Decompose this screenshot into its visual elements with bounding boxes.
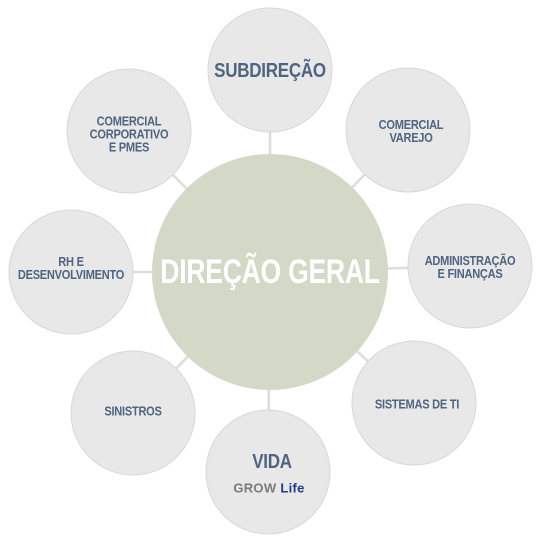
node-circle-sistemas-ti: [351, 340, 477, 466]
node-label-line: COMERCIAL: [378, 117, 444, 132]
node-circle-sinistros: [70, 350, 196, 476]
node-label-comercial-varejo: COMERCIAL VAREJO: [379, 118, 444, 144]
node-label-comercial-corporativo: COMERCIAL CORPORATIVO E PMES: [90, 115, 169, 154]
node-label-subdirecao: SUBDIREÇÃO: [214, 61, 326, 81]
node-label-line: SINISTROS: [104, 403, 162, 419]
node-label-vida: VIDA: [252, 452, 292, 472]
node-label-rh-desenvolvimento: RH E DESENVOLVIMENTO: [17, 254, 125, 282]
node-label-sinistros: SINISTROS: [104, 403, 162, 419]
node-label-line: DESENVOLVIMENTO: [17, 267, 125, 282]
satellite-circles: [8, 7, 533, 535]
node-circle-vida: [205, 409, 331, 535]
logo-text-life: Life: [280, 480, 305, 496]
node-label-line: SUBDIREÇÃO: [214, 60, 326, 82]
center-label: DIREÇÃO GERAL: [160, 253, 380, 291]
node-label-line: ADMINISTRAÇÃO: [424, 253, 516, 268]
node-circle-rh-desenvolvimento: [8, 209, 134, 335]
logo-text-grow: GROW: [233, 480, 277, 496]
node-label-line: VAREJO: [389, 130, 433, 145]
node-circle-comercial-varejo: [345, 67, 471, 193]
node-circle-administracao-financas: [407, 203, 533, 329]
node-label-sistemas-ti: SISTEMAS DE TI: [375, 398, 459, 411]
node-label-administracao-financas: ADMINISTRAÇÃO E FINANÇAS: [425, 254, 516, 280]
node-circle-comercial-corporativo: [66, 68, 192, 194]
node-label-line: VIDA: [252, 451, 292, 473]
node-label-line: SISTEMAS DE TI: [374, 396, 460, 412]
center-label-text: DIREÇÃO GERAL: [160, 253, 380, 291]
node-circle-subdirecao: [207, 7, 333, 133]
node-label-line: CORPORATIVO: [89, 126, 169, 142]
node-label-line: E FINANÇAS: [437, 266, 503, 281]
node-label-line: RH E: [58, 254, 84, 269]
grow-life-logo: GROW Life: [233, 481, 304, 496]
node-label-line: COMERCIAL: [96, 113, 162, 129]
node-label-line: E PMES: [108, 139, 150, 155]
center-circle: [152, 154, 388, 390]
